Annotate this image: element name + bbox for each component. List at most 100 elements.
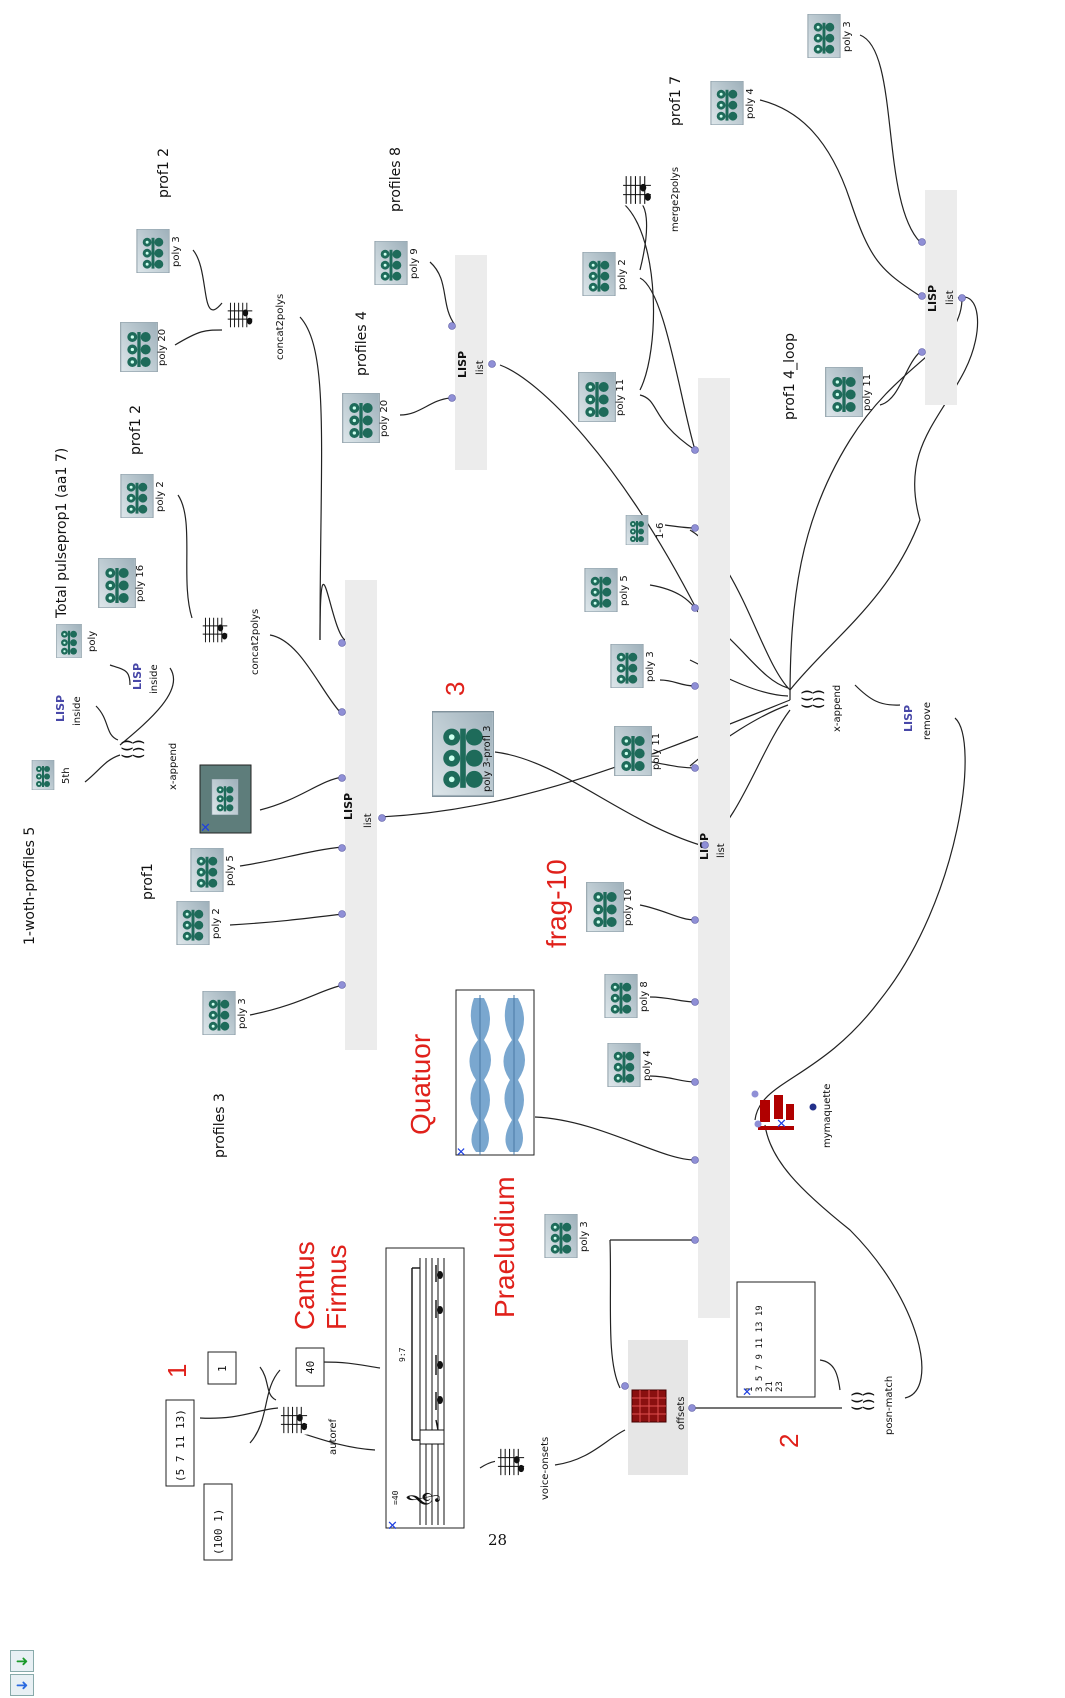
voice-onsets-label: voice-onsets	[540, 1437, 551, 1500]
comment-prof1-4-loop: prof1 4_loop	[782, 333, 798, 420]
poly-label: poly 20	[379, 400, 390, 437]
poly-box[interactable]: poly 3	[202, 991, 248, 1035]
inside-box[interactable]: LISP inside	[131, 663, 160, 694]
maquette-icon	[758, 1095, 794, 1130]
poly-label: poly 3	[645, 651, 656, 682]
red-label-2: 2	[774, 1434, 804, 1448]
poly-box[interactable]: poly 4	[607, 1043, 653, 1087]
poly-box[interactable]: poly 3	[610, 644, 656, 688]
poly-box[interactable]: poly 8	[604, 974, 650, 1018]
red-label-firmus: Firmus	[321, 1244, 352, 1330]
comment-total-pulseprop: Total pulseprop1 (aa1 7)	[54, 448, 70, 619]
side-toolbar: ➜ ➜	[8, 1650, 36, 1698]
poly-box[interactable]: 5th	[31, 760, 72, 790]
text-line: 21	[765, 1381, 775, 1392]
value-box-40[interactable]: 40	[295, 1347, 325, 1387]
comment-prof1-2: prof1 2	[128, 405, 144, 455]
poly-box[interactable]: poly 3	[544, 1214, 590, 1258]
x-append-label: x-append	[168, 743, 179, 790]
red-label-1: 1	[162, 1364, 192, 1378]
text-box[interactable]: 1 3 5 7 9 11 13 19 21 23 ✕	[736, 1281, 816, 1399]
poly-label: poly 5	[225, 855, 236, 886]
autoref-label: autoref	[328, 1418, 339, 1455]
value-box-5-7-11-13[interactable]: (5 7 11 13)	[165, 1399, 195, 1487]
mymaquette-box[interactable]: ✕ mymaquette	[751, 1084, 834, 1148]
x-append-label: x-append	[832, 685, 843, 732]
list-label: list	[945, 290, 956, 305]
poly-box[interactable]: poly 20	[120, 322, 168, 372]
poly-box[interactable]: poly 11	[578, 372, 626, 422]
close-icon[interactable]: ✕	[776, 1117, 787, 1132]
comment-woth-profiles: 1-woth-profiles 5	[22, 827, 38, 945]
list-bar-right[interactable]: LISP list	[925, 190, 957, 405]
poly-label: poly 3	[171, 236, 182, 267]
red-label-quatuor: Quatuor	[405, 1034, 436, 1135]
merge2polys-box[interactable]: merge2polys	[620, 167, 681, 232]
offsets-label: offsets	[676, 1396, 687, 1430]
close-icon[interactable]: ✕	[456, 1145, 466, 1159]
poly-box[interactable]: poly 5	[584, 568, 630, 612]
green-arrow-up-icon[interactable]: ➜	[10, 1650, 34, 1672]
score-editor-box[interactable]: 𝄞 9:7 =40 ✕	[385, 1247, 465, 1534]
list-label: list	[716, 843, 727, 858]
poly-label: poly 20	[157, 329, 168, 366]
close-icon[interactable]: ✕	[200, 821, 211, 836]
comment-profiles-4: profiles 4	[354, 311, 370, 376]
poly-box[interactable]: 1-6	[625, 515, 666, 545]
posn-match-label: posn-match	[884, 1376, 895, 1435]
value-box-1[interactable]: 1	[207, 1351, 237, 1385]
blue-arrow-right-icon[interactable]: ➜	[10, 1674, 34, 1696]
poly-label: 5th	[61, 767, 72, 784]
concat2polys-box[interactable]: concat2polys	[200, 609, 261, 675]
poly-label: poly 8	[639, 981, 650, 1012]
red-label-frag-10: frag-10	[541, 859, 572, 948]
poly-box[interactable]: poly 5	[190, 848, 236, 892]
poly-label: poly 16	[135, 565, 146, 602]
poly-box[interactable]: poly 3	[136, 229, 182, 273]
poly-label: poly 3	[579, 1221, 590, 1252]
poly-box[interactable]: poly 2	[582, 252, 628, 296]
autoref-box[interactable]: autoref	[278, 1404, 339, 1455]
inside-box[interactable]: LISP inside	[54, 695, 83, 726]
poly-box[interactable]: poly 11	[825, 367, 873, 417]
poly-box[interactable]: poly 3	[807, 14, 853, 58]
poly-label: poly 11	[651, 733, 662, 770]
lisp-label: LISP	[902, 705, 915, 732]
poly-box[interactable]: poly 11	[614, 726, 662, 776]
voice-onsets-box[interactable]: voice-onsets	[495, 1437, 551, 1500]
x-append-box[interactable]: x-append	[120, 738, 179, 790]
poly-label: poly 2	[211, 908, 222, 939]
close-icon[interactable]: ✕	[742, 1385, 752, 1399]
lisp-label: LISP	[54, 695, 67, 722]
close-icon[interactable]: ✕	[387, 1519, 398, 1534]
offsets-box[interactable]: offsets	[631, 1389, 687, 1430]
poly-box[interactable]: poly 4	[710, 81, 756, 125]
mymaquette-label: mymaquette	[822, 1084, 833, 1148]
poly-box[interactable]: poly	[55, 624, 98, 658]
poly-box[interactable]: poly 16	[98, 558, 146, 608]
poly-box[interactable]: poly 20	[342, 393, 390, 443]
poly-box[interactable]: poly 3-profl 3	[432, 710, 494, 798]
posn-match-box[interactable]: posn-match	[850, 1376, 895, 1435]
remove-box[interactable]: LISP remove	[902, 702, 933, 740]
poly-box[interactable]: poly 2	[120, 474, 166, 518]
list-bar-left[interactable]: LISP list	[342, 580, 377, 1050]
value-text: 1	[216, 1365, 229, 1372]
comment-prof1: prof1	[140, 863, 156, 900]
poly-label: poly 4	[745, 88, 756, 119]
value-text: (100 1)	[212, 1509, 225, 1555]
poly-box[interactable]: poly 9	[374, 241, 420, 285]
comment-prof1-7: prof1 7	[668, 76, 684, 126]
poly-box-selected[interactable]: ✕	[199, 764, 252, 836]
list-label: list	[363, 813, 374, 828]
value-box-100-1[interactable]: (100 1)	[203, 1483, 233, 1561]
poly-box[interactable]: poly 2	[176, 901, 222, 945]
text-line: 23	[775, 1381, 785, 1392]
concat2polys-box[interactable]: concat2polys	[225, 294, 286, 360]
red-label-praeludium: Praeludium	[489, 1176, 520, 1318]
list-bar-middle-top[interactable]: LISP list	[455, 255, 487, 470]
poly-box[interactable]: poly 10	[586, 882, 634, 932]
sound-box[interactable]: ✕	[455, 989, 535, 1159]
x-append-box[interactable]: x-append	[800, 685, 843, 732]
